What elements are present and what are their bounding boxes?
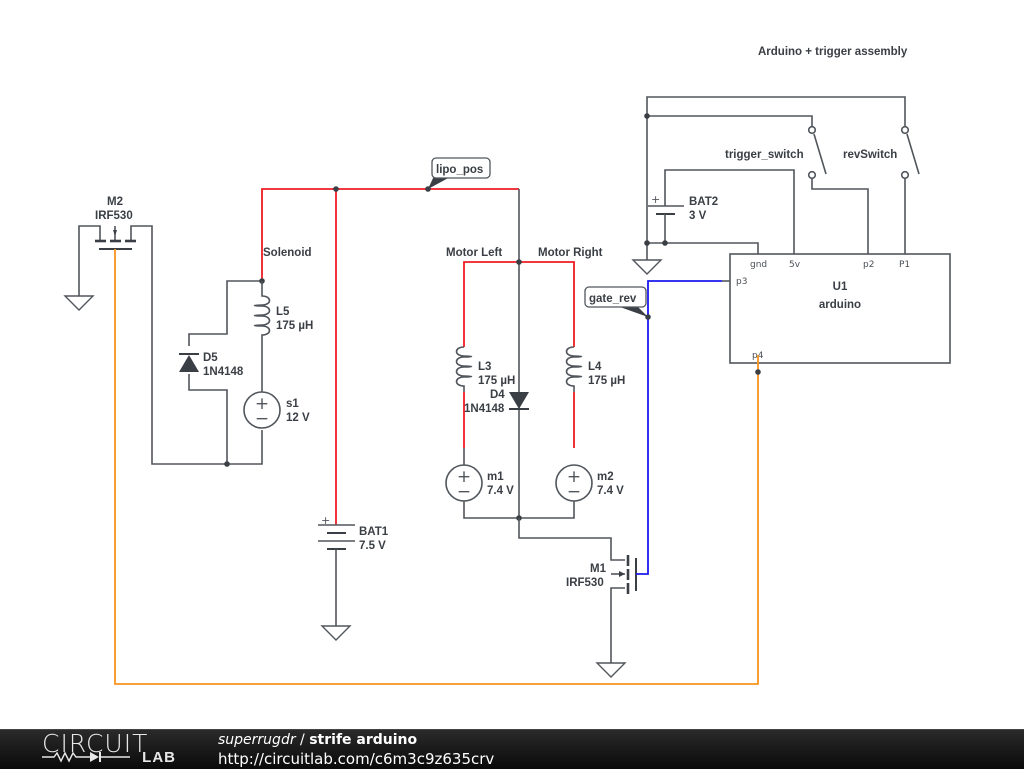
- m1-mosfet[interactable]: [610, 555, 637, 663]
- svg-text:+: +: [567, 467, 581, 487]
- bat1-battery[interactable]: +: [318, 514, 355, 626]
- s1-ref: s1: [286, 398, 299, 410]
- m2-ref: M2: [107, 196, 123, 208]
- svg-text:gate_rev: gate_rev: [589, 293, 637, 305]
- svg-text:−: −: [457, 482, 471, 502]
- m1-motor-source[interactable]: + −: [445, 464, 483, 502]
- bat2-ref: BAT2: [689, 196, 718, 208]
- project-name[interactable]: strife arduino: [309, 732, 418, 748]
- m1-ref: M1: [590, 563, 607, 575]
- svg-text:+: +: [457, 467, 471, 487]
- resistor-diode-icon: [42, 751, 130, 763]
- p4-net: [114, 249, 759, 685]
- rev-switch-label: revSwitch: [843, 149, 897, 161]
- logo-circuit-text: CIRCUIT: [42, 729, 149, 758]
- d5-diode[interactable]: [179, 353, 199, 372]
- l5-inductor[interactable]: [253, 281, 271, 392]
- project-url-link[interactable]: http://circuitlab.com/c6m3c9z635crv: [218, 750, 495, 768]
- s1-value: 12 V: [286, 412, 310, 424]
- author-name[interactable]: superrugdr: [218, 732, 296, 748]
- trigger-switch[interactable]: [807, 125, 827, 180]
- l4-value: 175 µH: [588, 375, 625, 387]
- pin-5v: 5v: [789, 260, 801, 270]
- schematic-title: Arduino + trigger assembly: [758, 46, 908, 58]
- m2-src-ref: m2: [597, 471, 614, 483]
- title-separator: /: [295, 732, 310, 748]
- pin-p1: P1: [899, 260, 910, 270]
- logo-lab-text: LAB: [142, 749, 176, 766]
- lipo-pos-net: [261, 188, 519, 281]
- pin-gnd: gnd: [750, 260, 767, 270]
- m1-value: IRF530: [566, 577, 604, 589]
- bat1-value: 7.5 V: [359, 540, 386, 552]
- u1-value: arduino: [819, 299, 861, 311]
- svg-text:+: +: [651, 193, 660, 206]
- rev-switch[interactable]: [900, 125, 920, 180]
- bat2-battery[interactable]: +: [648, 169, 795, 254]
- circuitlab-logo[interactable]: CIRCUIT LAB: [42, 729, 176, 768]
- m1-src-ref: m1: [487, 471, 504, 483]
- l3-inductor[interactable]: [455, 346, 473, 392]
- m2-motor-source[interactable]: + −: [555, 464, 593, 502]
- m2-arrow-icon: [113, 230, 117, 236]
- d4-diode[interactable]: [509, 392, 529, 410]
- d4-ref: D4: [490, 389, 505, 401]
- m1-arrow-icon: [619, 571, 625, 577]
- lipo-pos-net-tag[interactable]: lipo_pos: [428, 157, 491, 189]
- svg-text:lipo_pos: lipo_pos: [436, 164, 483, 176]
- bat2-value: 3 V: [689, 210, 707, 222]
- l4-inductor[interactable]: [565, 346, 583, 392]
- svg-text:+: +: [255, 394, 269, 414]
- u1-ref: U1: [833, 281, 848, 293]
- solenoid-label: Solenoid: [263, 247, 312, 259]
- gate-rev-net: [636, 280, 722, 575]
- svg-text:−: −: [255, 409, 269, 429]
- motor-left-label: Motor Left: [446, 247, 502, 259]
- schematic-canvas: Arduino + trigger assembly M2 IRF530 Sol…: [63, 46, 951, 685]
- ground-icon: [631, 259, 663, 275]
- project-title: superrugdr / strife arduino: [218, 732, 417, 748]
- m2-src-value: 7.4 V: [597, 485, 624, 497]
- s1-voltage-source[interactable]: + −: [243, 391, 281, 429]
- l3-ref: L3: [478, 361, 491, 373]
- l5-value: 175 µH: [276, 320, 313, 332]
- gate-rev-net-tag[interactable]: gate_rev: [584, 286, 648, 317]
- bat1-ref: BAT1: [359, 526, 389, 538]
- pin-p3: p3: [736, 277, 747, 287]
- l5-ref: L5: [276, 306, 290, 318]
- svg-text:−: −: [567, 482, 581, 502]
- m1-src-value: 7.4 V: [487, 485, 514, 497]
- d4-value: 1N4148: [464, 403, 505, 415]
- u1-arduino[interactable]: [729, 253, 951, 364]
- pin-p2: p2: [863, 260, 874, 270]
- trigger-switch-label: trigger_switch: [725, 149, 804, 161]
- svg-text:+: +: [321, 514, 330, 527]
- motor-right-label: Motor Right: [538, 247, 603, 259]
- m2-value: IRF530: [95, 210, 133, 222]
- ground-icon: [63, 295, 95, 311]
- ground-icon: [595, 662, 627, 678]
- d5-ref: D5: [203, 352, 218, 364]
- ground-icon: [320, 625, 352, 641]
- footer-bar: CIRCUIT LAB superrugdr / strife arduino …: [0, 729, 1024, 769]
- l4-ref: L4: [588, 361, 602, 373]
- d5-value: 1N4148: [203, 366, 244, 378]
- l3-value: 175 µH: [478, 375, 515, 387]
- m2-wires: [78, 225, 263, 465]
